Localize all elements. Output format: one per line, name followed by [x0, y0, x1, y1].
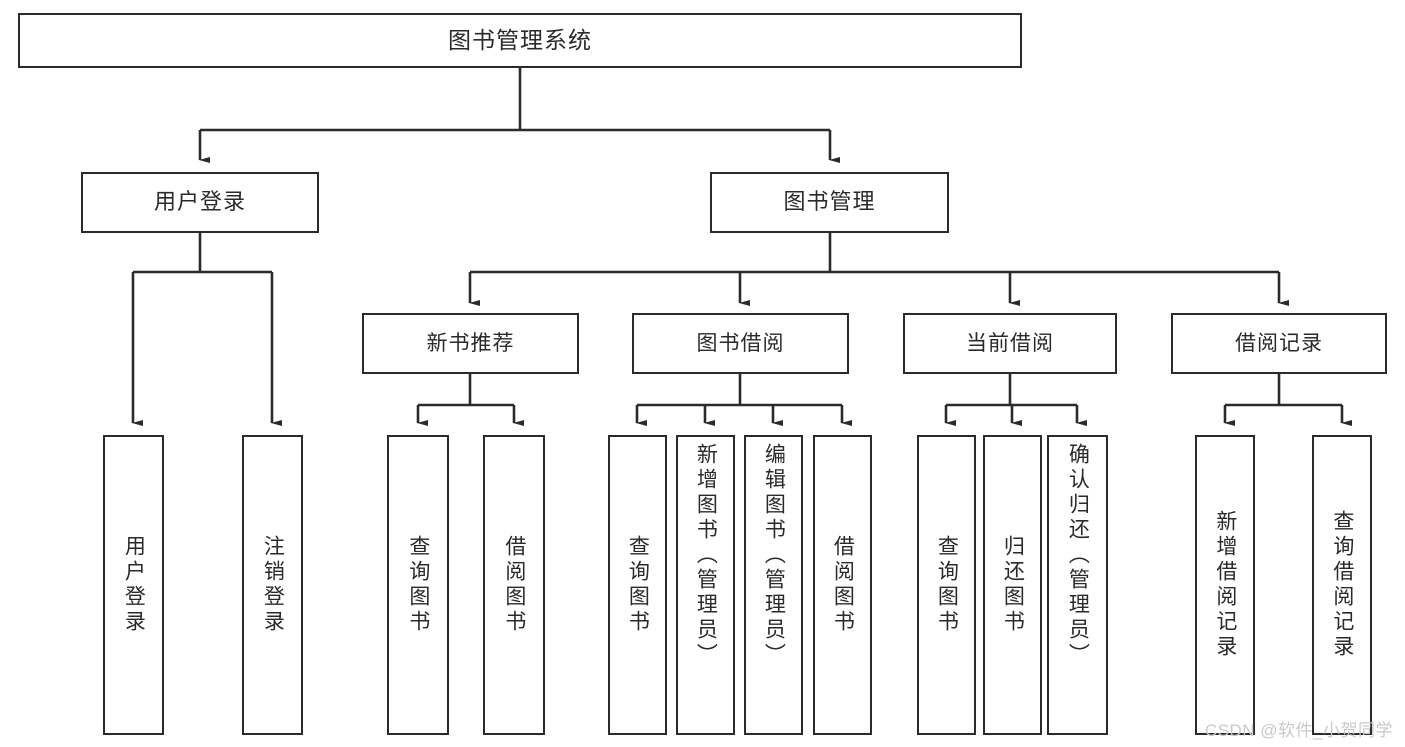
node-root-book-management-system[interactable]: 图书管理系统 [18, 13, 1022, 68]
node-label: 用户登录 [153, 189, 246, 215]
node-label: 当前借阅 [966, 331, 1054, 355]
csdn-watermark: CSDN @软件_小贺同学 [1204, 721, 1393, 740]
node-user-login[interactable]: 用户登录 [81, 172, 319, 233]
node-label: 查询图书 [406, 535, 430, 635]
node-label: 借阅图书 [831, 535, 855, 635]
node-new-book-recommendation[interactable]: 新书推荐 [362, 313, 579, 374]
leaf-new-book-borrow-books[interactable]: 借阅图书 [483, 435, 545, 735]
node-label: 新增借阅记录 [1213, 510, 1237, 660]
node-book-borrowing[interactable]: 图书借阅 [632, 313, 849, 374]
leaf-borrow-record-add-record[interactable]: 新增借阅记录 [1195, 435, 1255, 735]
leaf-book-borrow-edit-book-admin[interactable]: 编辑图书（管理员） [744, 435, 803, 735]
leaf-book-borrow-query-books[interactable]: 查询图书 [608, 435, 667, 735]
node-label: 图书借阅 [696, 331, 785, 355]
node-label: 图书管理 [783, 189, 876, 215]
leaf-book-borrow-add-book-admin[interactable]: 新增图书（管理员） [676, 435, 735, 735]
leaf-current-borrow-confirm-return-admin[interactable]: 确认归还（管理员） [1047, 435, 1108, 735]
node-label: 用户登录 [122, 535, 146, 635]
node-label: 确认归还（管理员） [1066, 443, 1090, 668]
node-label: 图书管理系统 [448, 26, 592, 53]
node-label: 借阅记录 [1235, 331, 1323, 355]
node-label: 编辑图书（管理员） [762, 443, 786, 668]
node-borrow-records[interactable]: 借阅记录 [1171, 313, 1387, 374]
node-label: 查询借阅记录 [1330, 510, 1354, 660]
node-label: 注销登录 [261, 535, 285, 635]
leaf-user-login-logout[interactable]: 注销登录 [242, 435, 303, 735]
node-label: 查询图书 [935, 535, 959, 635]
node-label: 新书推荐 [426, 331, 515, 355]
node-label: 借阅图书 [502, 535, 526, 635]
node-label: 新增图书（管理员） [694, 443, 718, 668]
leaf-current-borrow-query-books[interactable]: 查询图书 [917, 435, 976, 735]
leaf-borrow-record-query-record[interactable]: 查询借阅记录 [1312, 435, 1372, 735]
leaf-user-login-login[interactable]: 用户登录 [103, 435, 164, 735]
node-book-management[interactable]: 图书管理 [710, 172, 949, 233]
leaf-current-borrow-return-books[interactable]: 归还图书 [983, 435, 1042, 735]
leaf-book-borrow-borrow-books[interactable]: 借阅图书 [813, 435, 872, 735]
leaf-new-book-query-books[interactable]: 查询图书 [387, 435, 449, 735]
node-label: 归还图书 [1001, 535, 1025, 635]
node-current-borrowing[interactable]: 当前借阅 [903, 313, 1117, 374]
node-label: 查询图书 [626, 535, 650, 635]
